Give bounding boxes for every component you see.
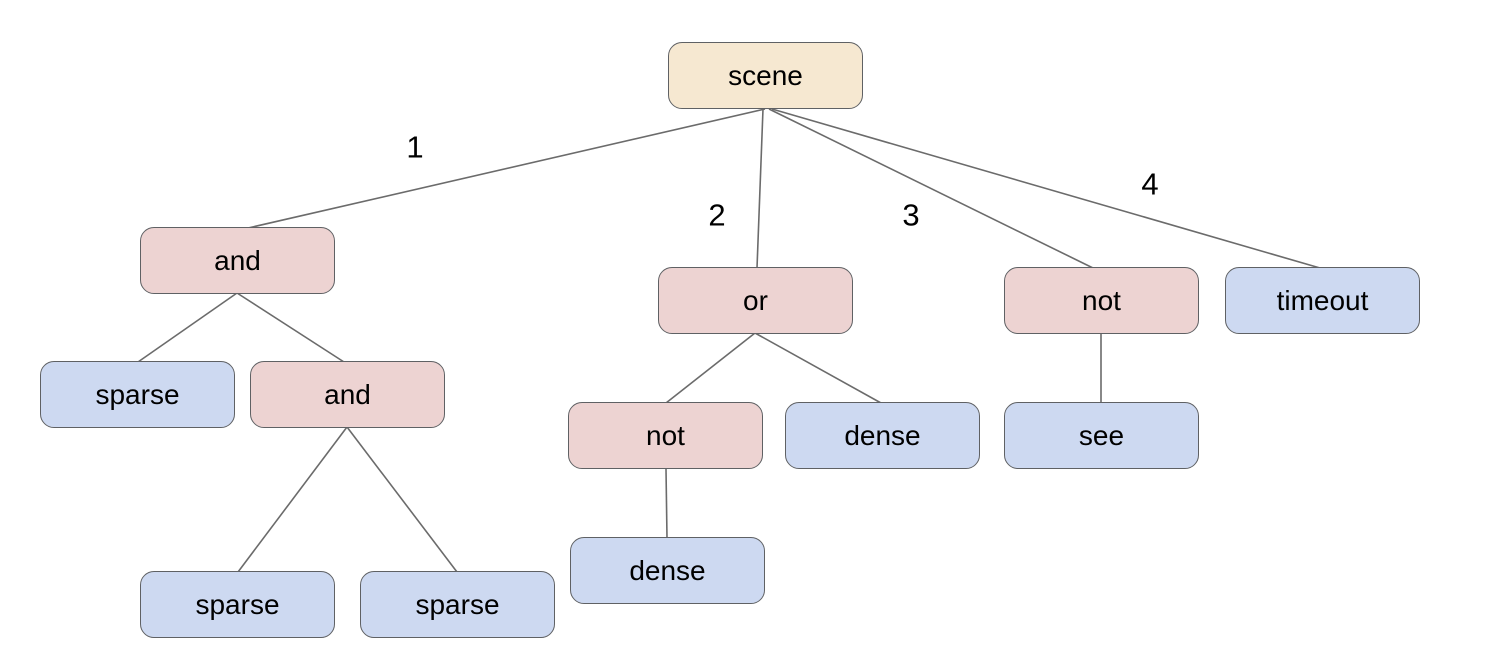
node-sparse-1-label: sparse xyxy=(95,378,180,410)
edge-scene-not-1 xyxy=(768,108,1094,269)
edge-and-2-sparse-2 xyxy=(237,426,348,573)
edge-or-1-not-2 xyxy=(665,332,756,404)
node-timeout-label: timeout xyxy=(1276,284,1369,316)
node-scene: scene xyxy=(668,42,863,109)
edge-label-3: 3 xyxy=(902,197,920,233)
node-not-1: not xyxy=(1004,267,1199,334)
node-sparse-3-label: sparse xyxy=(415,588,500,620)
node-dense-2-label: dense xyxy=(629,554,706,586)
node-see-label: see xyxy=(1078,419,1125,451)
node-or-1: or xyxy=(658,267,853,334)
edge-and-2-sparse-3 xyxy=(346,426,458,573)
node-not-2-label: not xyxy=(646,419,685,451)
edge-and-1-and-2 xyxy=(236,292,345,363)
node-and-2: and xyxy=(250,361,445,428)
edge-label-2: 2 xyxy=(708,197,726,233)
node-dense-1: dense xyxy=(785,402,980,469)
node-sparse-3: sparse xyxy=(360,571,555,638)
node-scene-label: scene xyxy=(728,59,803,91)
edge-or-1-dense-1 xyxy=(754,332,882,404)
node-dense-2: dense xyxy=(570,537,765,604)
node-not-1-label: not xyxy=(1082,284,1121,316)
node-and-2-label: and xyxy=(324,378,371,410)
node-and-1: and xyxy=(140,227,335,294)
node-or-1-label: or xyxy=(743,284,768,316)
edge-scene-timeout xyxy=(771,108,1321,269)
edge-label-4: 4 xyxy=(1141,166,1159,202)
node-and-1-label: and xyxy=(214,244,261,276)
edge-not-2-dense-2 xyxy=(665,468,668,539)
node-see: see xyxy=(1004,402,1199,469)
edge-and-1-sparse-1 xyxy=(137,292,238,363)
edge-label-1: 1 xyxy=(406,129,424,165)
node-sparse-1: sparse xyxy=(40,361,235,428)
edge-scene-or-1 xyxy=(756,108,764,269)
node-sparse-2: sparse xyxy=(140,571,335,638)
node-dense-1-label: dense xyxy=(844,419,921,451)
node-sparse-2-label: sparse xyxy=(195,588,280,620)
node-timeout: timeout xyxy=(1225,267,1420,334)
node-not-2: not xyxy=(568,402,763,469)
edge-scene-and-1 xyxy=(247,108,766,229)
